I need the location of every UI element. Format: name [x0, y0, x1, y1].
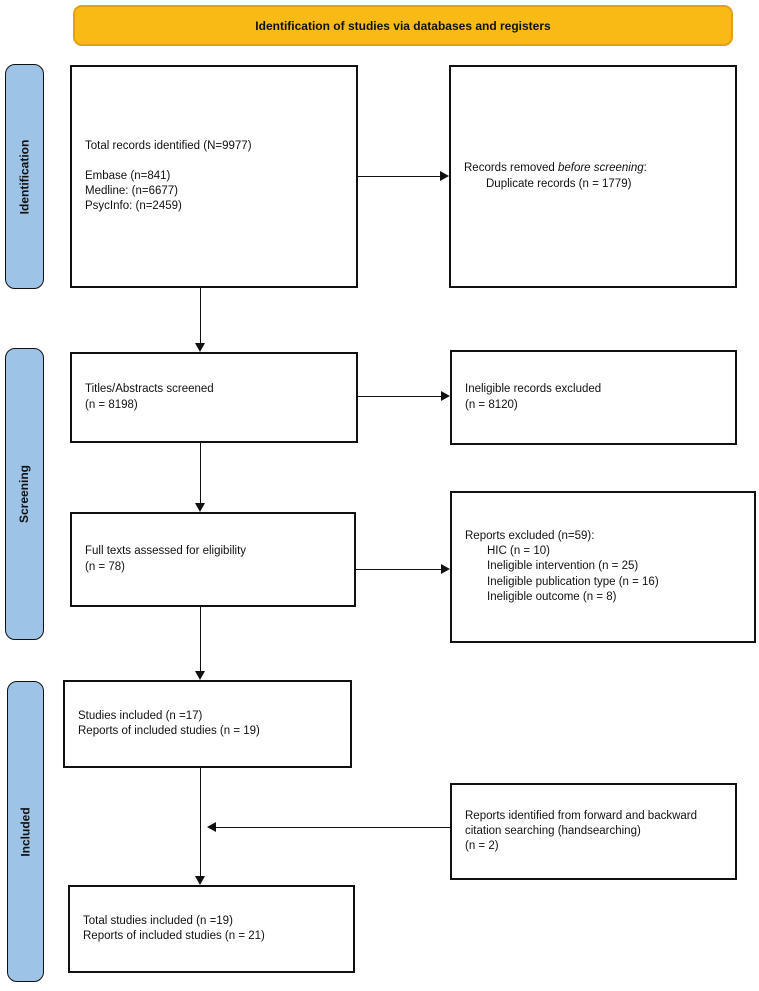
source-embase: Embase (n=841) [85, 169, 171, 182]
reports-excluded-title: Reports excluded (n=59): [465, 530, 595, 543]
ineligible-excluded-line1: Ineligible records excluded [465, 383, 602, 396]
arrow-records-to-screened-line [200, 288, 201, 344]
records-removed-duplicates: Duplicate records (n = 1779) [486, 177, 632, 190]
box-records-removed: Records removed before screening: Duplic… [449, 65, 737, 288]
arrow-citation-to-flow-head-icon [207, 822, 216, 832]
title-banner: Identification of studies via databases … [73, 5, 733, 46]
studies-included-line1: Studies included (n =17) [78, 709, 203, 722]
citation-searching-line1: Reports identified from forward and back… [465, 809, 698, 822]
box-full-texts: Full texts assessed for eligibility (n =… [70, 512, 356, 607]
arrow-citation-to-flow-line [215, 827, 450, 828]
arrow-records-to-screened-head-icon [195, 343, 205, 352]
titles-screened-count: (n = 8198) [85, 398, 138, 411]
stage-included-label: Included [18, 806, 33, 857]
full-texts-line1: Full texts assessed for eligibility [85, 545, 247, 558]
total-included-line1: Total studies included (n =19) [83, 914, 233, 927]
box-studies-included: Studies included (n =17) Reports of incl… [63, 680, 352, 768]
records-removed-title: Records removed before screening: [464, 162, 647, 175]
stage-screening-label: Screening [17, 464, 32, 524]
box-ineligible-excluded: Ineligible records excluded (n = 8120) [450, 350, 737, 445]
titles-screened-line1: Titles/Abstracts screened [85, 383, 214, 396]
reason-outcome: Ineligible outcome (n = 8) [487, 590, 617, 603]
total-included-line2: Reports of included studies (n = 21) [83, 930, 265, 942]
arrow-included-to-total-line [200, 768, 201, 877]
stage-identification-label: Identification [17, 139, 32, 214]
arrow-screened-to-fulltext-head-icon [195, 503, 205, 512]
arrow-screened-to-fulltext-line [200, 443, 201, 504]
stage-included: Included [7, 681, 44, 982]
box-titles-screened: Titles/Abstracts screened (n = 8198) [70, 352, 358, 443]
arrow-fulltext-to-included-line [200, 607, 201, 672]
arrow-screened-to-excluded-head-icon [441, 391, 450, 401]
arrow-records-to-removed-head-icon [440, 171, 449, 181]
ineligible-excluded-count: (n = 8120) [465, 398, 518, 411]
total-records-title: Total records identified (N=9977) [85, 139, 252, 152]
source-medline: Medline: (n=6677) [85, 185, 179, 197]
stage-identification: Identification [5, 64, 44, 289]
arrow-records-to-removed-line [358, 176, 441, 177]
reason-intervention: Ineligible intervention (n = 25) [487, 560, 639, 573]
arrow-screened-to-excluded-line [358, 396, 442, 397]
box-total-records: Total records identified (N=9977) Embase… [70, 65, 358, 288]
citation-searching-count: (n = 2) [465, 840, 499, 853]
stage-screening: Screening [5, 348, 44, 640]
box-citation-searching: Reports identified from forward and back… [450, 783, 737, 880]
arrow-included-to-total-head-icon [195, 876, 205, 885]
arrow-fulltext-to-included-head-icon [195, 671, 205, 680]
citation-searching-line2: citation searching (handsearching) [465, 824, 641, 837]
full-texts-count: (n = 78) [85, 560, 125, 573]
box-total-included: Total studies included (n =19) Reports o… [68, 885, 355, 973]
arrow-fulltext-to-reports-excluded-line [356, 569, 442, 570]
box-reports-excluded: Reports excluded (n=59): HIC (n = 10) In… [450, 491, 756, 643]
reason-publication-type: Ineligible publication type (n = 16) [487, 575, 659, 588]
studies-included-line2: Reports of included studies (n = 19) [78, 725, 260, 737]
arrow-fulltext-to-reports-excluded-head-icon [441, 564, 450, 574]
source-psycinfo: PsycInfo: (n=2459) [85, 200, 182, 213]
reason-hic: HIC (n = 10) [487, 545, 550, 558]
diagram-title: Identification of studies via databases … [255, 18, 551, 33]
